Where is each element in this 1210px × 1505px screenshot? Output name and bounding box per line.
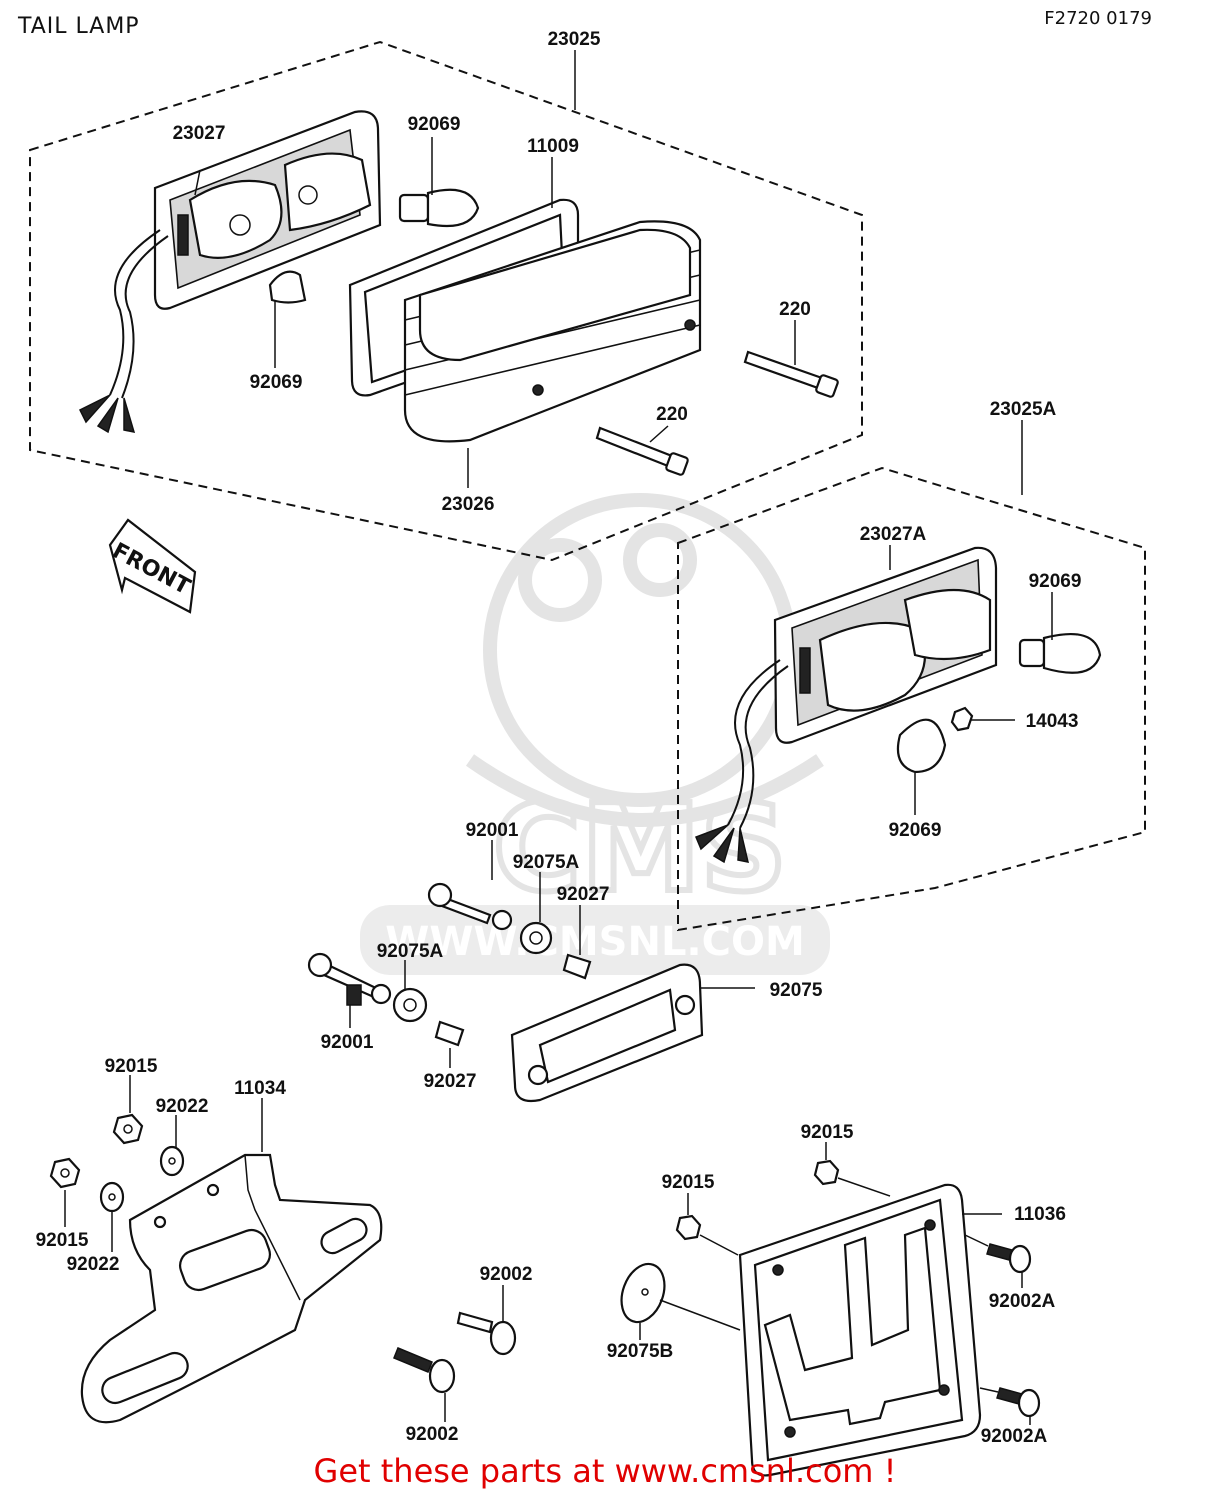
part-label-92069: 92069 [889,820,942,841]
part-label-92022: 92022 [156,1096,209,1117]
watermark-text: WWW.CMSNL.COM [385,919,805,965]
part-label-92022: 92022 [67,1254,120,1275]
part-label-11036: 11036 [1014,1204,1066,1225]
collar-92075A-lower [392,987,428,1023]
washer-92001-lower [370,983,392,1005]
washer-92022-upper [159,1145,185,1177]
bulb-92069-upper [398,188,480,228]
promo-link-text[interactable]: Get these parts at www.cmsnl.com ! [313,1452,897,1490]
reflector-92075B [620,1262,666,1324]
part-label-92027: 92027 [557,884,610,905]
collar-92075A-upper [519,921,553,955]
part-label-23025: 23025 [548,29,601,50]
part-label-92002: 92002 [406,1424,459,1445]
nut-92015-plate-top [813,1159,840,1186]
part-label-23027: 23027 [173,123,226,144]
part-label-92002A: 92002A [989,1291,1056,1312]
part-label-92027: 92027 [424,1071,477,1092]
plate-bracket-11036 [738,1183,982,1477]
part-label-92015: 92015 [662,1172,715,1193]
bolt-92001-upper [427,882,492,925]
part-label-92069: 92069 [1029,571,1082,592]
screw-92002A-upper [986,1243,1032,1274]
part-label-92015: 92015 [36,1230,89,1251]
washer-92022-lower [99,1181,125,1213]
nut-92015-plate-left [675,1214,702,1241]
part-label-92015: 92015 [105,1056,158,1077]
part-label-23027A: 23027A [860,524,927,545]
part-label-220: 220 [779,299,811,320]
wire-harness-lower [695,659,789,864]
page-title: TAIL LAMP [18,14,140,39]
part-label-92075A: 92075A [513,852,580,873]
part-label-14043: 14043 [1026,711,1079,732]
gasket-92075 [510,963,704,1103]
part-label-92075: 92075 [770,980,823,1001]
part-label-11009: 11009 [527,136,579,157]
screw-92002-left [393,1347,456,1394]
part-labels: 23025 23027 92069 11009 220 92069 220 23… [36,29,1082,1447]
part-label-11034: 11034 [234,1078,286,1099]
front-direction-arrow: FRONT [108,518,197,614]
watermark-logo: CMS WWW.CMSNL.COM [360,493,830,975]
screw-92002A-lower [996,1387,1041,1418]
part-label-92075B: 92075B [607,1341,674,1362]
part-label-92015: 92015 [801,1122,854,1143]
assembly-23025A-outline [677,466,1146,932]
part-label-92069: 92069 [408,114,461,135]
part-label-92001: 92001 [466,820,519,841]
bulb-92069-right [1018,633,1102,674]
part-label-220: 220 [656,404,688,425]
wire-harness-upper [78,229,169,434]
leader-lines [64,50,1053,1425]
figure-code: F2720 0179 [1044,8,1152,29]
part-label-92075A: 92075A [377,941,444,962]
bulb-92069-bottom [896,718,947,774]
socket-92069-upper [268,270,307,304]
washer-92001-upper [491,909,513,931]
nut-92015-upper [112,1113,144,1145]
spacer-92027-upper [562,953,592,980]
part-label-92002: 92002 [480,1264,533,1285]
grommet-14043 [950,706,974,732]
lamp-housing-23027A [773,546,998,744]
assembly-23025-outline [29,40,863,562]
part-label-92069: 92069 [250,372,303,393]
part-label-92002A: 92002A [981,1426,1048,1447]
screw-220-lower [595,426,689,476]
part-label-92001: 92001 [321,1032,374,1053]
spacer-92027-lower [434,1020,465,1047]
lamp-housing-23027 [153,110,382,310]
bracket-11034 [80,1153,383,1424]
lens-23026 [403,220,702,443]
screw-92002-right [456,1311,517,1356]
part-label-23026: 23026 [442,494,495,515]
part-label-23025A: 23025A [990,399,1057,420]
screw-220-upper [743,350,839,398]
nut-92015-lower [49,1157,81,1189]
